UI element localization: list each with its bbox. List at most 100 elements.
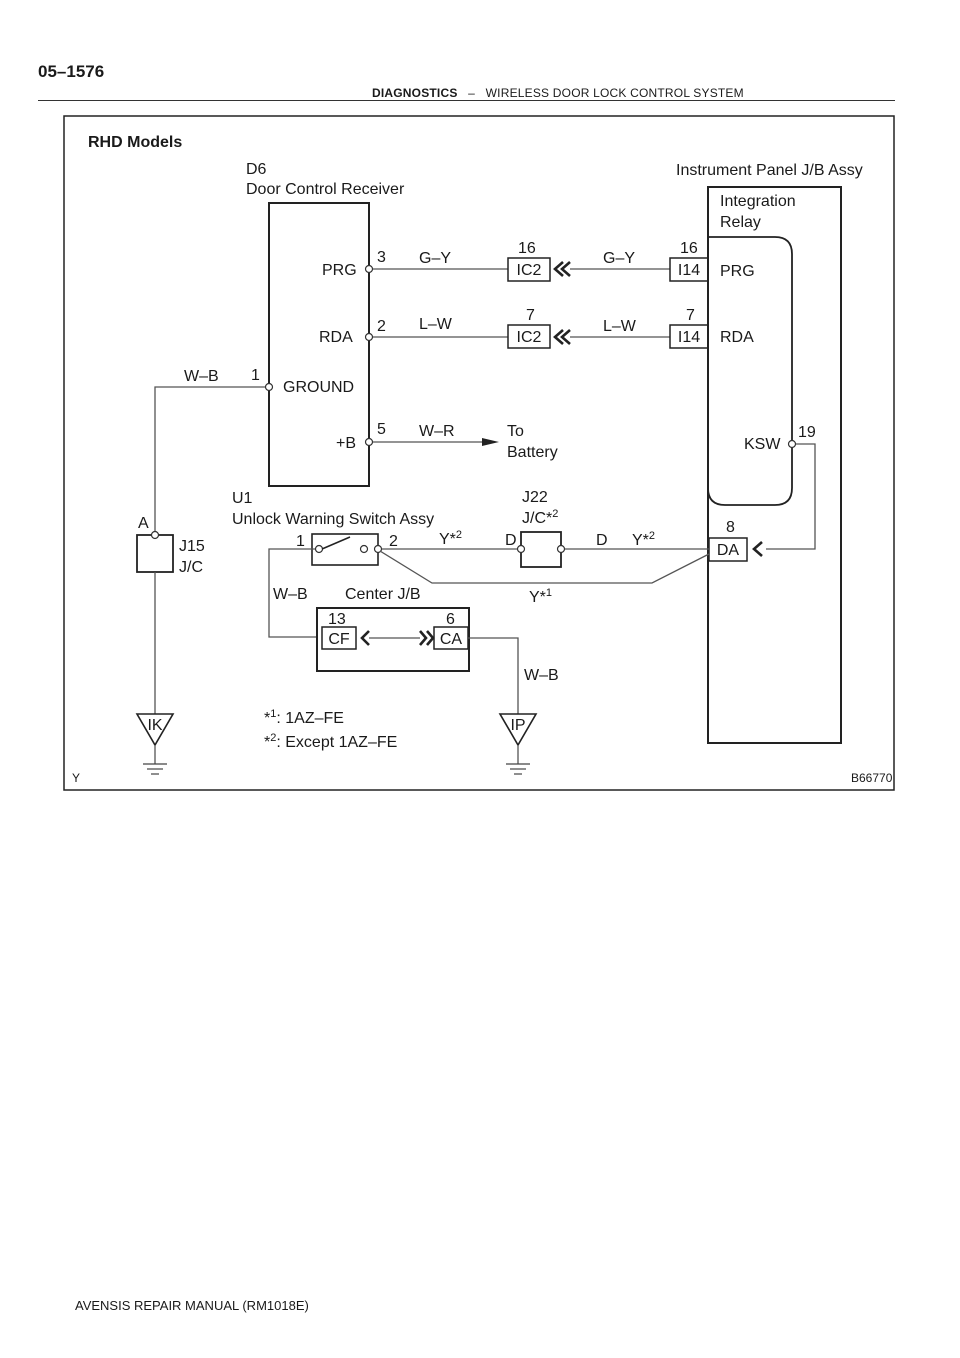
note-2-text: : Except 1AZ–FE [276, 734, 397, 751]
wire-y-star2-left-text: Y* [439, 531, 456, 548]
connector-mark-prg [553, 261, 571, 277]
switch-terminal-1 [314, 544, 324, 554]
j15-junction-box [136, 534, 174, 573]
jb-pin-ksw: KSW [744, 436, 781, 453]
note-1-mark: * [264, 710, 270, 727]
wire-label-y-star1: Y*1 [529, 587, 552, 606]
receiver-code: D6 [246, 161, 267, 178]
wire-label-rda-right: L–W [603, 318, 637, 335]
wire-label-receiver-ground: W–B [184, 368, 219, 385]
wire-receiver-ground [154, 386, 265, 534]
connector-ic2-prg-code: IC2 [517, 262, 542, 279]
terminal-ground [264, 382, 274, 392]
diagram-title: RHD Models [88, 134, 182, 151]
wire-label-battery: W–R [419, 423, 455, 440]
battery-arrow [482, 438, 499, 446]
jb-name: Instrument Panel J/B Assy [676, 162, 863, 179]
connector-i14-prg-code: I14 [678, 262, 700, 279]
terminal-prg [364, 264, 374, 274]
receiver-pin-plus-b: +B [336, 435, 356, 452]
center-jb-label: Center J/B [345, 586, 421, 603]
wire-y-star2-right-sup: 2 [649, 530, 655, 542]
j22-name-sup: 2 [552, 508, 558, 520]
connector-i14-prg-pin: 16 [680, 240, 698, 257]
connector-mark-rda [553, 329, 571, 345]
header-section: DIAGNOSTICS [372, 86, 458, 100]
wire-y-star2-left-sup: 2 [456, 529, 462, 541]
note-1-text: : 1AZ–FE [276, 710, 344, 727]
j22-name: J/C*2 [522, 508, 558, 527]
j15-pin: A [138, 515, 149, 532]
j15-terminal [150, 530, 160, 540]
wire-switch-ground [268, 548, 317, 638]
ground-ik-symbol [143, 763, 167, 775]
header-separator: – [468, 86, 476, 100]
wire-ip-ground [468, 637, 519, 714]
page-number: 05–1576 [38, 62, 105, 81]
switch-contact [321, 536, 351, 550]
relay-label-line1: Integration [720, 193, 796, 210]
page-header: DIAGNOSTICS – WIRELESS DOOR LOCK CONTROL… [372, 86, 744, 100]
wire-label-rda-left: L–W [419, 316, 453, 333]
switch-code: U1 [232, 490, 253, 507]
instrument-panel-jb-box [707, 186, 842, 744]
j15-code: J15 [179, 538, 205, 555]
receiver-pin-ground: GROUND [283, 379, 354, 396]
wire-label-ip-ground: W–B [524, 667, 559, 684]
wire-y-star1 [379, 550, 710, 584]
j22-junction-box [520, 531, 562, 568]
corner-mark: Y [72, 771, 80, 785]
receiver-pin-rda: RDA [319, 329, 353, 346]
ground-ip-triangle [498, 713, 538, 747]
wire-label-y-star2-right: Y*2 [632, 530, 655, 549]
note-2: *2: Except 1AZ–FE [264, 732, 397, 751]
wire-ksw [766, 443, 816, 550]
note-2-mark: * [264, 734, 270, 751]
j22-terminal-left [516, 544, 526, 554]
connector-da-code: DA [717, 542, 740, 559]
header-rule [38, 100, 895, 101]
relay-label-line2: Relay [720, 214, 761, 231]
terminal-plus-b [364, 437, 374, 447]
switch-terminal-2 [359, 544, 369, 554]
connector-mark-cf [360, 630, 370, 646]
receiver-pin-num-5: 5 [377, 421, 386, 438]
j22-left-pin: D [505, 532, 517, 549]
switch-name: Unlock Warning Switch Assy [232, 511, 434, 528]
header-title: WIRELESS DOOR LOCK CONTROL SYSTEM [485, 86, 744, 100]
wire-label-y-star2-left: Y*2 [439, 529, 462, 548]
connector-ic2-rda-code: IC2 [517, 329, 542, 346]
footer-manual: AVENSIS REPAIR MANUAL (RM1018E) [75, 1298, 309, 1313]
jb-pin-rda: RDA [720, 329, 754, 346]
ground-ik-label: IK [147, 717, 162, 734]
receiver-pin-num-2: 2 [377, 318, 386, 335]
connector-da-pin: 8 [726, 519, 735, 536]
battery-label-line2: Battery [507, 444, 558, 461]
connector-i14-rda-pin: 7 [686, 307, 695, 324]
diagram-frame [63, 115, 895, 791]
jb-pin-prg: PRG [720, 263, 755, 280]
battery-label-line1: To [507, 423, 524, 440]
j22-code: J22 [522, 489, 548, 506]
note-1: *1: 1AZ–FE [264, 708, 344, 727]
switch-output-terminal [373, 544, 383, 554]
connector-ic2-rda-pin: 7 [526, 307, 535, 324]
figure-id: B66770 [851, 771, 893, 785]
switch-pin-1: 1 [296, 533, 305, 550]
wire-label-prg-left: G–Y [419, 250, 451, 267]
note-2-sup: 2 [270, 732, 276, 744]
connector-cf-code: CF [328, 631, 350, 648]
j22-name-text: J/C* [522, 510, 552, 527]
note-1-sup: 1 [270, 708, 276, 720]
receiver-name: Door Control Receiver [246, 181, 405, 198]
receiver-pin-prg: PRG [322, 262, 357, 279]
wire-label-switch-ground: W–B [273, 586, 308, 603]
connector-cf [321, 626, 357, 650]
terminal-ksw [787, 439, 797, 449]
wire-label-prg-right: G–Y [603, 250, 635, 267]
door-control-receiver-box [268, 202, 370, 487]
connector-ca-pin: 6 [446, 611, 455, 628]
wire-y-star2-right-text: Y* [632, 532, 649, 549]
connector-mark-ca [419, 630, 435, 646]
